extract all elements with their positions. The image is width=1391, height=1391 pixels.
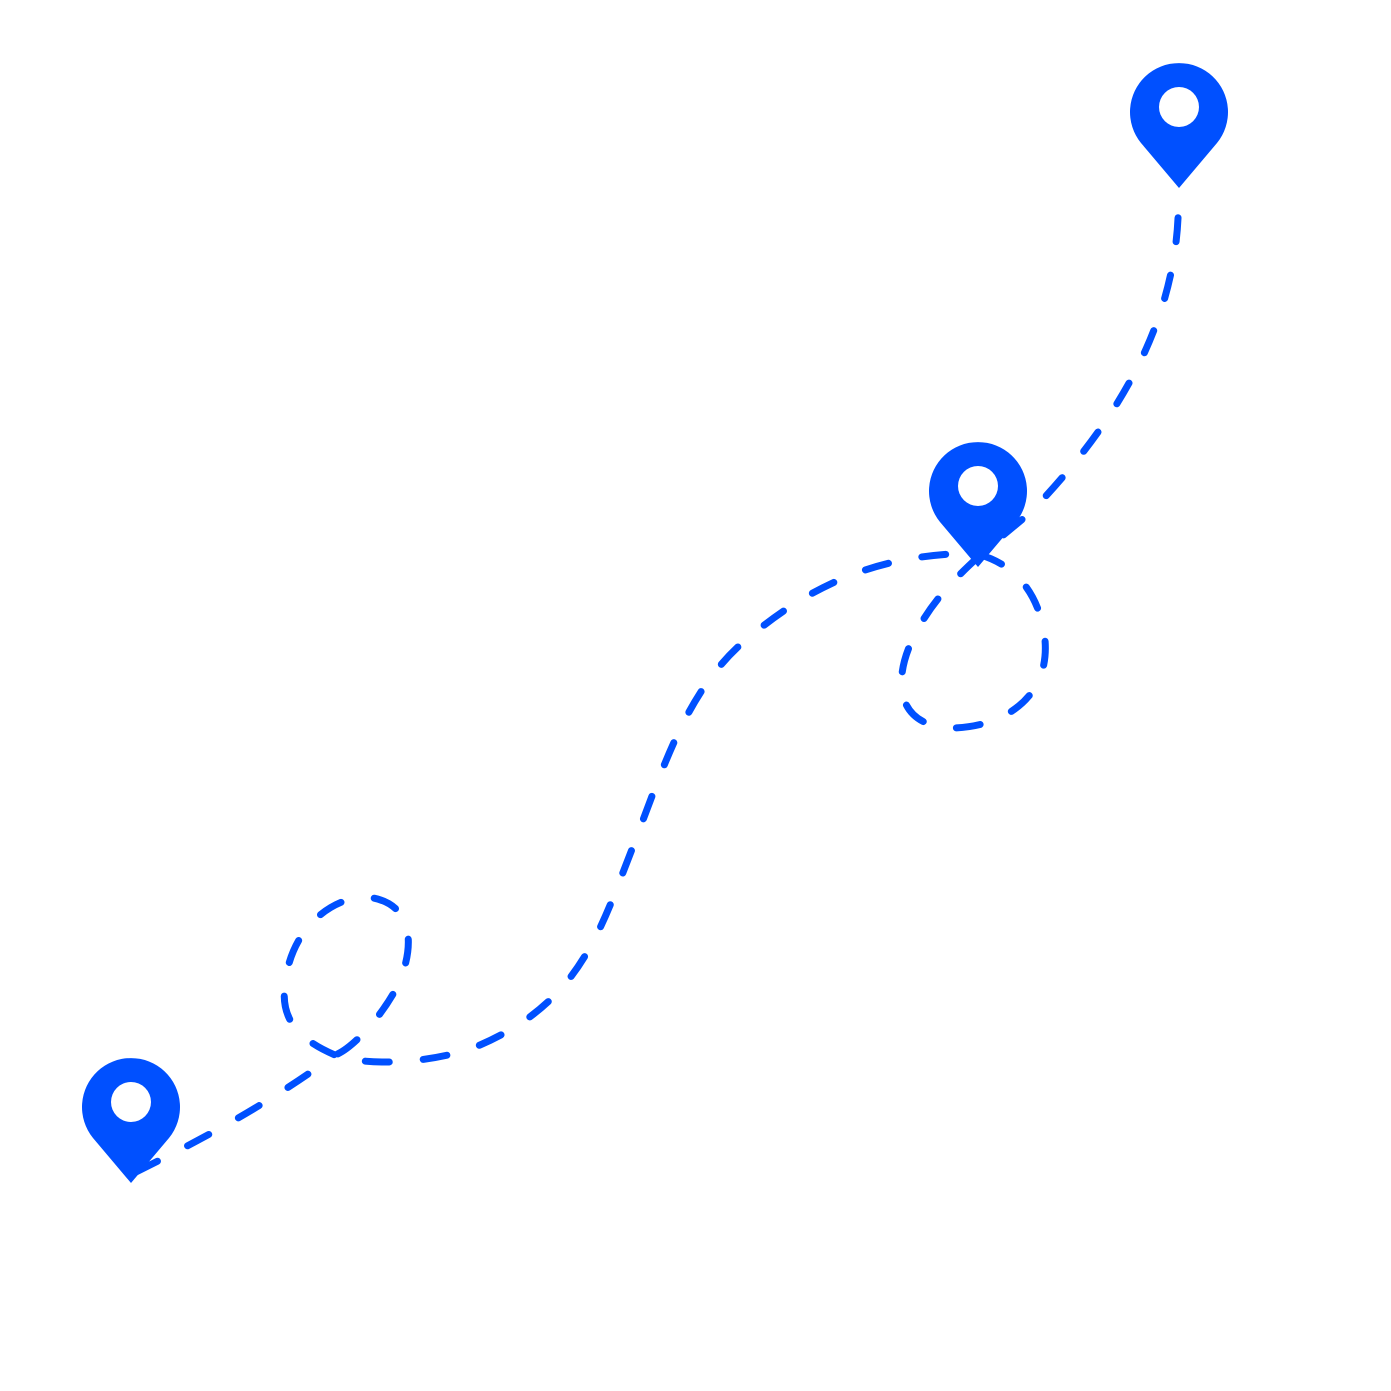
dashed-route-path xyxy=(132,181,1182,1176)
pin-hole xyxy=(1159,87,1199,127)
location-pin-icon xyxy=(82,1058,180,1183)
location-pin-icon xyxy=(929,442,1027,567)
pin-hole xyxy=(958,466,998,506)
pin-hole xyxy=(111,1082,151,1122)
location-pin-icon xyxy=(1130,63,1228,188)
